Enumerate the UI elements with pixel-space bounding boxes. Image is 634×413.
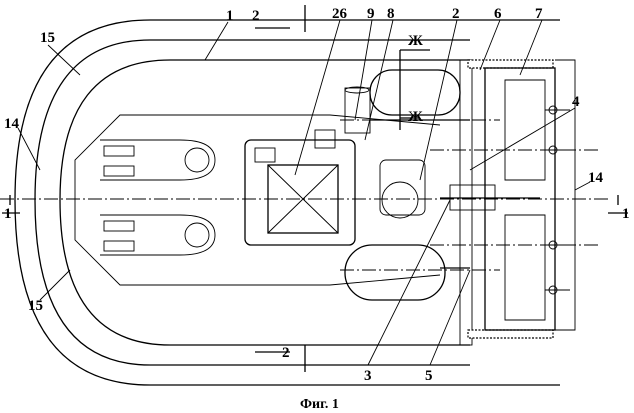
fuel-tank-bottom — [345, 245, 445, 300]
label-3: 3 — [364, 368, 372, 384]
label-4: 4 — [572, 94, 580, 110]
label-section-2-top: 2 — [252, 8, 260, 24]
label-9: 9 — [367, 6, 375, 22]
label-14-left: 14 — [4, 116, 20, 132]
label-15-bottom: 15 — [28, 298, 43, 314]
label-5: 5 — [425, 368, 433, 384]
label-15-top: 15 — [40, 30, 55, 46]
label-26: 26 — [332, 6, 348, 22]
propeller-duct — [468, 60, 553, 68]
label-zh-top: Ж — [408, 33, 423, 49]
label-section-1-right: 1 — [622, 206, 630, 222]
seat-top — [100, 140, 215, 180]
skirt-inner-outline — [35, 40, 470, 365]
figure-caption: Фиг. 1 — [300, 397, 339, 412]
label-7: 7 — [535, 6, 543, 22]
label-14-right: 14 — [588, 170, 604, 186]
drive-shaft — [370, 120, 540, 268]
label-section-2-bottom: 2 — [282, 345, 290, 361]
label-8: 8 — [387, 6, 395, 22]
label-6: 6 — [494, 6, 502, 22]
seat-bottom — [100, 215, 215, 255]
label-2-shaft: 2 — [452, 6, 460, 22]
label-1-top: 1 — [226, 8, 234, 24]
label-section-1-left: 1 — [4, 206, 12, 222]
cockpit-outline — [60, 60, 470, 345]
label-zh-mid: Ж — [408, 109, 423, 125]
